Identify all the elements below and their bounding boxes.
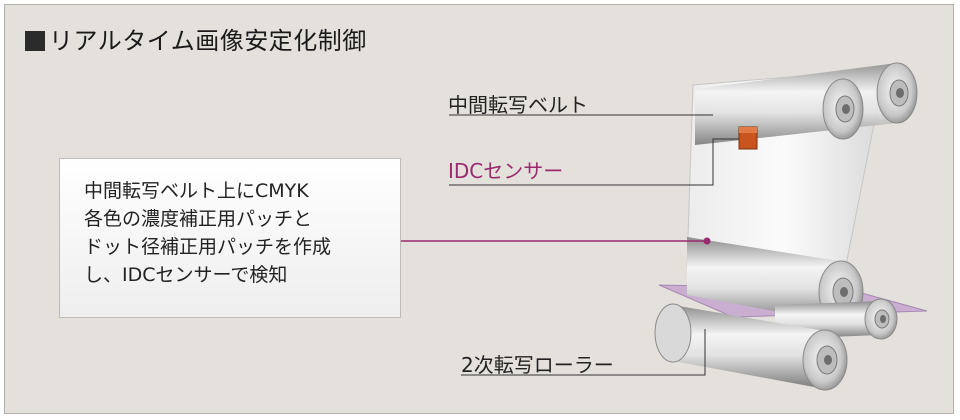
belt-illustration <box>401 62 928 391</box>
idc-sensor-icon <box>738 126 758 150</box>
label-second-transfer-roller: 2次転写ローラー <box>461 353 614 377</box>
diagram-panel: リアルタイム画像安定化制御 <box>4 4 954 414</box>
callout-box: 中間転写ベルト上にCMYK 各色の濃度補正用パッチと ドット径補正用パッチを作成… <box>59 158 401 318</box>
leader-roller <box>461 329 706 376</box>
patch-marker <box>703 237 711 245</box>
label-idc-sensor: IDCセンサー <box>448 159 564 183</box>
callout-line-3: ドット径補正用パッチを作成 <box>84 236 332 258</box>
diagram-title: リアルタイム画像安定化制御 <box>25 21 367 56</box>
top-roller <box>695 62 918 145</box>
leader-sensor <box>449 138 739 186</box>
callout-line-1: 中間転写ベルト上にCMYK <box>84 180 309 202</box>
second-transfer-roller <box>654 303 848 391</box>
label-intermediate-belt: 中間転写ベルト <box>448 93 588 117</box>
callout-line-2: 各色の濃度補正用パッチと <box>84 208 313 230</box>
callout-line-4: し、IDCセンサーで検知 <box>84 264 288 286</box>
title-text: リアルタイム画像安定化制御 <box>49 27 367 55</box>
title-square-icon <box>25 31 45 51</box>
